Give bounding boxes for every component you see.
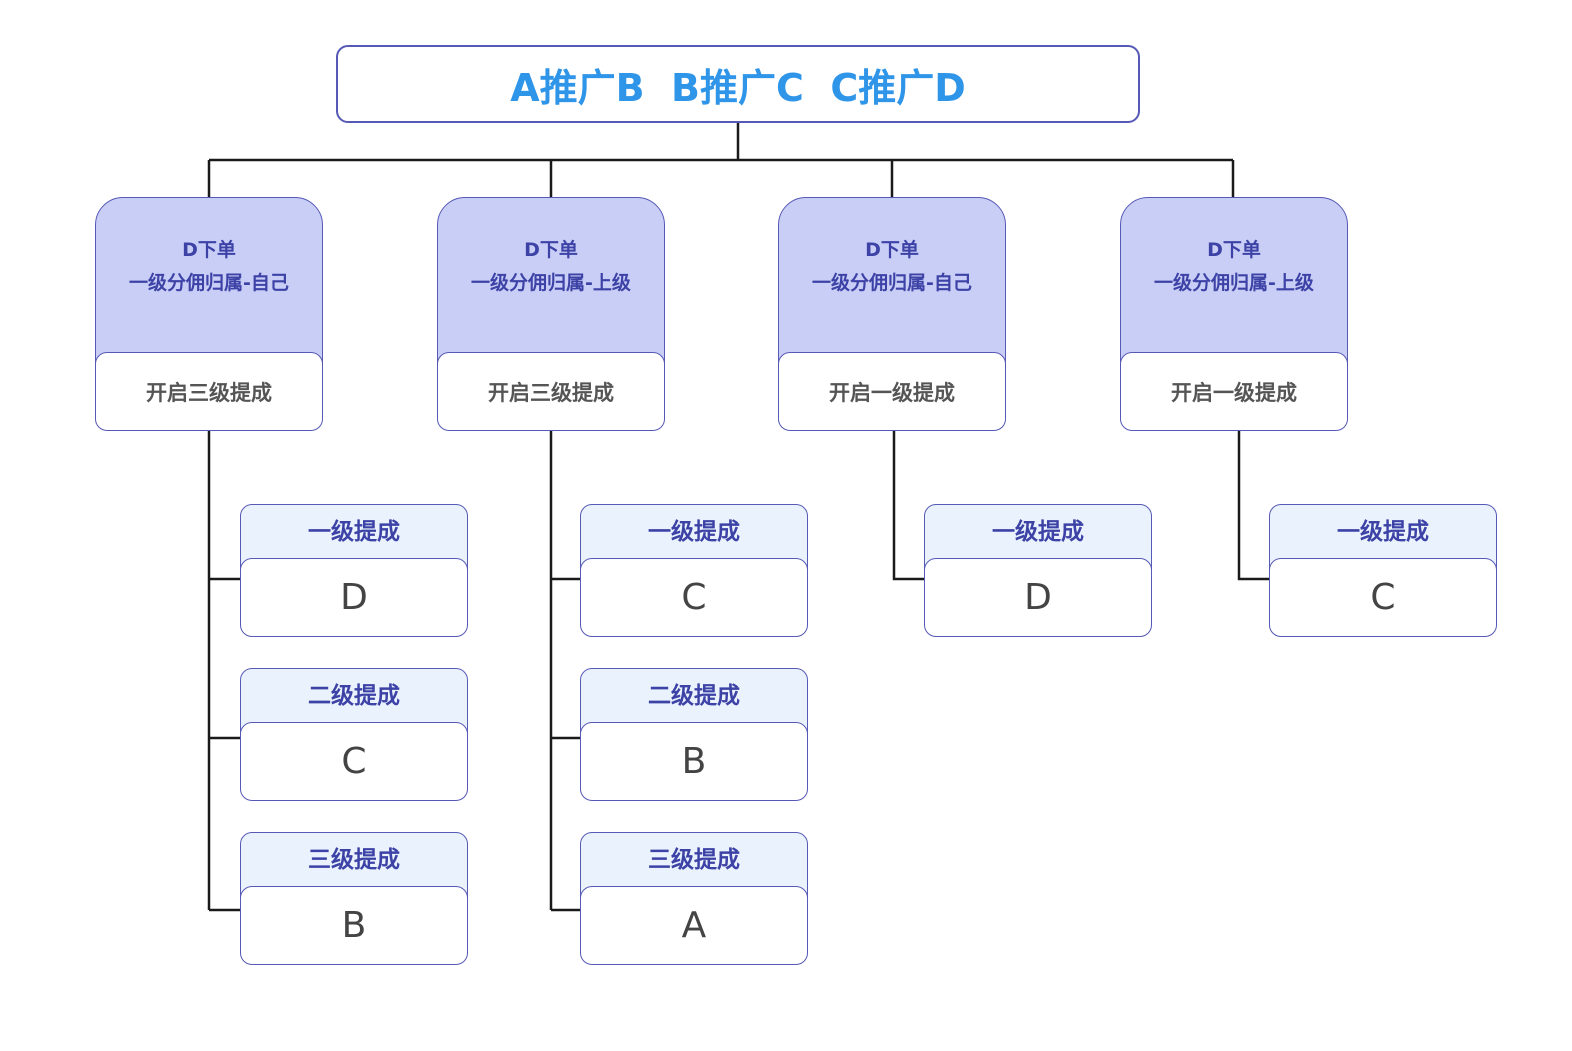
recipient-label: B	[341, 905, 367, 946]
leaf-body: D	[240, 558, 468, 637]
commission-level-label: 一级提成	[992, 519, 1084, 545]
recipient-label: D	[1024, 577, 1052, 618]
connector-b3-leaf-1	[892, 431, 924, 581]
commission-level-label: 二级提成	[308, 683, 400, 709]
recipient-label: D	[340, 577, 368, 618]
recipient-label: B	[681, 741, 707, 782]
recipient-label: C	[341, 741, 367, 782]
branch-mode-label: 开启三级提成	[488, 380, 614, 405]
branch-mode-box: 开启三级提成	[437, 352, 665, 431]
commission-level-label: 一级提成	[648, 519, 740, 545]
branch-order-label: D下单	[865, 239, 919, 261]
branch-attribution-label: 一级分佣归属-自己	[129, 272, 289, 294]
commission-level-label: 三级提成	[308, 847, 400, 873]
commission-level-label: 三级提成	[648, 847, 740, 873]
branch-mode-box: 开启三级提成	[95, 352, 323, 431]
branch-header: D下单 一级分佣归属-自己	[95, 197, 323, 372]
leaf-body: B	[580, 722, 808, 801]
recipient-label: C	[681, 577, 707, 618]
branch-attribution-label: 一级分佣归属-上级	[1154, 272, 1314, 294]
commission-leaf: 二级提成 C	[240, 668, 468, 801]
root-title: A推广B B推广C C推广D	[510, 65, 966, 110]
commission-leaf: 一级提成 D	[924, 504, 1152, 637]
commission-leaf: 三级提成 B	[240, 832, 468, 965]
connector-b4-leaf-1	[1237, 431, 1269, 581]
branch-upline-three-level: D下单 一级分佣归属-上级 开启三级提成	[437, 197, 665, 431]
branch-mode-label: 开启一级提成	[1171, 380, 1297, 405]
recipient-label: A	[681, 905, 707, 946]
leaf-body: A	[580, 886, 808, 965]
commission-leaf: 三级提成 A	[580, 832, 808, 965]
branch-mode-box: 开启一级提成	[1120, 352, 1348, 431]
branch-attribution-label: 一级分佣归属-上级	[471, 272, 631, 294]
commission-leaf: 一级提成 C	[1269, 504, 1497, 637]
commission-level-label: 二级提成	[648, 683, 740, 709]
branch-order-label: D下单	[182, 239, 236, 261]
commission-level-label: 一级提成	[308, 519, 400, 545]
branch-header: D下单 一级分佣归属-上级	[1120, 197, 1348, 372]
recipient-label: C	[1370, 577, 1396, 618]
branch-order-label: D下单	[1207, 239, 1261, 261]
branch-order-label: D下单	[524, 239, 578, 261]
branch-mode-box: 开启一级提成	[778, 352, 1006, 431]
branch-header: D下单 一级分佣归属-上级	[437, 197, 665, 372]
root-node: A推广B B推广C C推广D	[336, 45, 1140, 123]
branch-mode-label: 开启三级提成	[146, 380, 272, 405]
commission-leaf: 一级提成 C	[580, 504, 808, 637]
leaf-body: C	[240, 722, 468, 801]
leaf-body: B	[240, 886, 468, 965]
commission-level-label: 一级提成	[1337, 519, 1429, 545]
commission-leaf: 一级提成 D	[240, 504, 468, 637]
leaf-body: C	[1269, 558, 1497, 637]
branch-self-one-level: D下单 一级分佣归属-自己 开启一级提成	[778, 197, 1006, 431]
commission-leaf: 二级提成 B	[580, 668, 808, 801]
branch-upline-one-level: D下单 一级分佣归属-上级 开启一级提成	[1120, 197, 1348, 431]
branch-self-three-level: D下单 一级分佣归属-自己 开启三级提成	[95, 197, 323, 431]
branch-header: D下单 一级分佣归属-自己	[778, 197, 1006, 372]
leaf-body: D	[924, 558, 1152, 637]
leaf-body: C	[580, 558, 808, 637]
branch-mode-label: 开启一级提成	[829, 380, 955, 405]
branch-attribution-label: 一级分佣归属-自己	[812, 272, 972, 294]
